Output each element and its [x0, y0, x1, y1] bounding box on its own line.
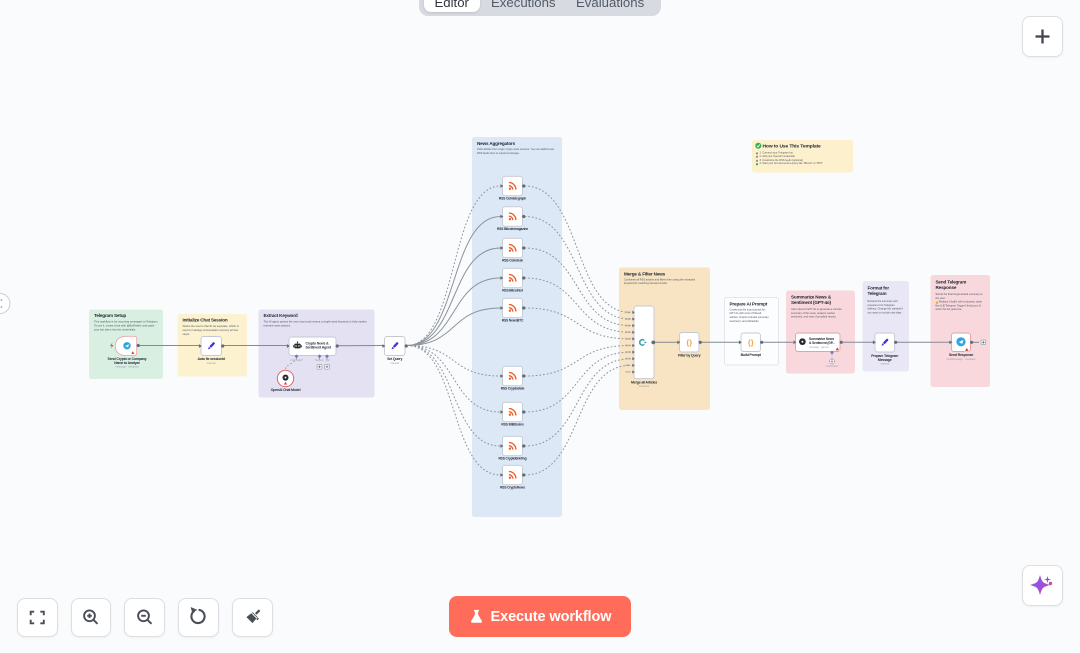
- svg-text:How to Use This Template: How to Use This Template: [763, 143, 821, 149]
- svg-text:RSS 99Bitcoins: RSS 99Bitcoins: [501, 422, 524, 426]
- svg-text:RSS Coindesk: RSS Coindesk: [502, 258, 523, 262]
- svg-text:Set Query: Set Query: [387, 357, 402, 361]
- svg-text:manual: manual: [880, 362, 889, 366]
- svg-text:Replace ChatID with a dynamic: Replace ChatID with a dynamic value: [939, 300, 983, 304]
- svg-text:Constructs the input prompt fo: Constructs the input prompt for: [730, 307, 766, 311]
- svg-text:Build Prompt: Build Prompt: [741, 353, 762, 357]
- svg-text:message · telegram: message · telegram: [115, 365, 140, 369]
- svg-text:articles. Output includes summ: articles. Output includes summary,: [730, 315, 770, 319]
- svg-text:{: {: [686, 340, 689, 347]
- svg-text:Name to Analyze: Name to Analyze: [114, 361, 140, 365]
- svg-text:Pulls articles from major cryp: Pulls articles from major crypto news so…: [477, 147, 555, 151]
- svg-text:1. Connect your Telegram bot: 1. Connect your Telegram bot: [760, 151, 794, 155]
- svg-text:Combines all RSS articles and: Combines all RSS articles and filters th…: [624, 277, 696, 281]
- svg-text:Filter by Query: Filter by Query: [678, 354, 701, 358]
- svg-text:steps.: steps.: [183, 332, 191, 336]
- svg-text:Prepare Telegram: Prepare Telegram: [871, 354, 898, 358]
- svg-text:manual: manual: [390, 361, 399, 365]
- svg-text:RSS NewsBTC: RSS NewsBTC: [502, 318, 524, 322]
- svg-text:Telegram Setup: Telegram Setup: [94, 313, 126, 318]
- svg-text:Chat Model*: Chat Model*: [290, 359, 303, 362]
- svg-text:RSS Bitcoinist: RSS Bitcoinist: [502, 288, 524, 292]
- svg-text:This workflow is for incoming: This workflow is for incoming messages i…: [94, 319, 158, 323]
- svg-text:the user.: the user.: [936, 296, 946, 300]
- svg-text:Tool: Tool: [325, 360, 330, 362]
- svg-text:To use it, create a bot with @: To use it, create a bot with @BotFather …: [94, 323, 155, 327]
- svg-text:OpenAI Chat Model: OpenAI Chat Model: [271, 388, 301, 392]
- svg-text:GPT-4o with a list of filtered: GPT-4o with a list of filtered: [730, 311, 762, 315]
- svg-text:Memory: Memory: [315, 359, 324, 362]
- svg-text:RSS CryptoNews: RSS CryptoNews: [500, 485, 525, 489]
- svg-text:Crypto News &: Crypto News &: [306, 341, 330, 345]
- svg-text:4. Start your bot and send a q: 4. Start your bot and send a query like …: [760, 161, 824, 165]
- svg-text:Auto fix sessionId: Auto fix sessionId: [198, 357, 225, 361]
- svg-text:summary of the news, analyze m: summary of the news, analyze market: [791, 311, 835, 315]
- svg-text:when the bot goes live.: when the bot goes live.: [936, 307, 963, 311]
- svg-text:}: }: [751, 340, 754, 347]
- svg-text:Extracts the summary and: Extracts the summary and: [868, 299, 899, 303]
- svg-text:Message: Message: [878, 358, 892, 362]
- svg-text:like {{ $('Telegram Trigger').: like {{ $('Telegram Trigger').first().js…: [936, 303, 981, 307]
- svg-text:sentiment, and whitelinks.: sentiment, and whitelinks.: [730, 319, 760, 323]
- svg-text:message · gpt-4o: message · gpt-4o: [809, 346, 829, 349]
- svg-text:Format for: Format for: [868, 285, 890, 290]
- svg-text:Chat Model*: Chat Model*: [826, 365, 839, 368]
- svg-text:& Sentiment (GP...: & Sentiment (GP...: [809, 341, 835, 345]
- svg-text:{: {: [748, 340, 751, 347]
- svg-text:combine: combine: [639, 384, 650, 388]
- svg-text:your bot token into the creden: your bot token into the credentials.: [94, 327, 136, 331]
- svg-text:manual: manual: [207, 361, 216, 365]
- svg-text:Sentiment (GPT-4o): Sentiment (GPT-4o): [791, 300, 832, 305]
- svg-text:}: }: [689, 340, 692, 347]
- svg-text:Uses OpenAI GPT-4o to generate: Uses OpenAI GPT-4o to generate a concise: [791, 307, 842, 311]
- svg-text:Works the user's chat ID as se: Works the user's chat ID as separate, wh…: [183, 324, 240, 328]
- svg-text:delivery. Change the variable: delivery. Change the variable if: [868, 307, 904, 311]
- svg-text:Merge all Articles: Merge all Articles: [631, 380, 657, 384]
- svg-text:Send Crypto or Company: Send Crypto or Company: [108, 357, 147, 361]
- svg-text:The AI agent parses the user i: The AI agent parses the user input and r…: [264, 319, 367, 323]
- svg-text:keyword for matching relevant: keyword for matching relevant results.: [624, 281, 668, 285]
- svg-text:RSS Cointelegraph: RSS Cointelegraph: [499, 196, 526, 200]
- svg-text:sentiment, and return formatte: sentiment, and return formatted results.: [791, 315, 837, 319]
- svg-text:Send Response: Send Response: [949, 353, 974, 357]
- svg-text:Initialize Chat Session: Initialize Chat Session: [183, 318, 228, 323]
- svg-text:you want to include chat data.: you want to include chat data.: [868, 310, 903, 314]
- svg-text:Merge & Filter News: Merge & Filter News: [624, 271, 666, 276]
- svg-text:Prepare AI Prompt: Prepare AI Prompt: [730, 301, 768, 306]
- svg-text:Summarize News &: Summarize News &: [791, 294, 832, 299]
- svg-text:2. Add your OpenAI credentials: 2. Add your OpenAI credentials: [760, 154, 796, 158]
- svg-text:RSS feeds here to expand cover: RSS feeds here to expand coverage.: [477, 151, 520, 155]
- svg-text:Response: Response: [936, 285, 957, 290]
- svg-text:sendMessage · message: sendMessage · message: [947, 357, 977, 361]
- svg-text:RSS CryptoBriefing: RSS CryptoBriefing: [498, 456, 526, 460]
- svg-text:RSS Cryptoslate: RSS Cryptoslate: [501, 386, 525, 390]
- svg-text:prepares it for Telegram: prepares it for Telegram: [868, 303, 895, 307]
- svg-text:Summarize News: Summarize News: [809, 337, 834, 341]
- svg-text:Sends the final AI-generated s: Sends the final AI-generated summary to: [936, 292, 984, 296]
- svg-text:News Aggregators: News Aggregators: [477, 141, 516, 146]
- svg-text:Sentiment Agent: Sentiment Agent: [306, 346, 332, 350]
- svg-text:RSS Bitcoinmagazine: RSS Bitcoinmagazine: [497, 227, 528, 231]
- svg-text:used to manage conversation me: used to manage conversation memory acros…: [183, 328, 239, 332]
- svg-text:Telegram: Telegram: [868, 291, 887, 296]
- svg-text:Extract Keyword: Extract Keyword: [264, 313, 298, 318]
- svg-text:Send Telegram: Send Telegram: [936, 279, 967, 284]
- svg-text:relevant news articles.: relevant news articles.: [264, 323, 291, 327]
- svg-text:3. Customize the RSS feeds (op: 3. Customize the RSS feeds (optional): [760, 158, 803, 162]
